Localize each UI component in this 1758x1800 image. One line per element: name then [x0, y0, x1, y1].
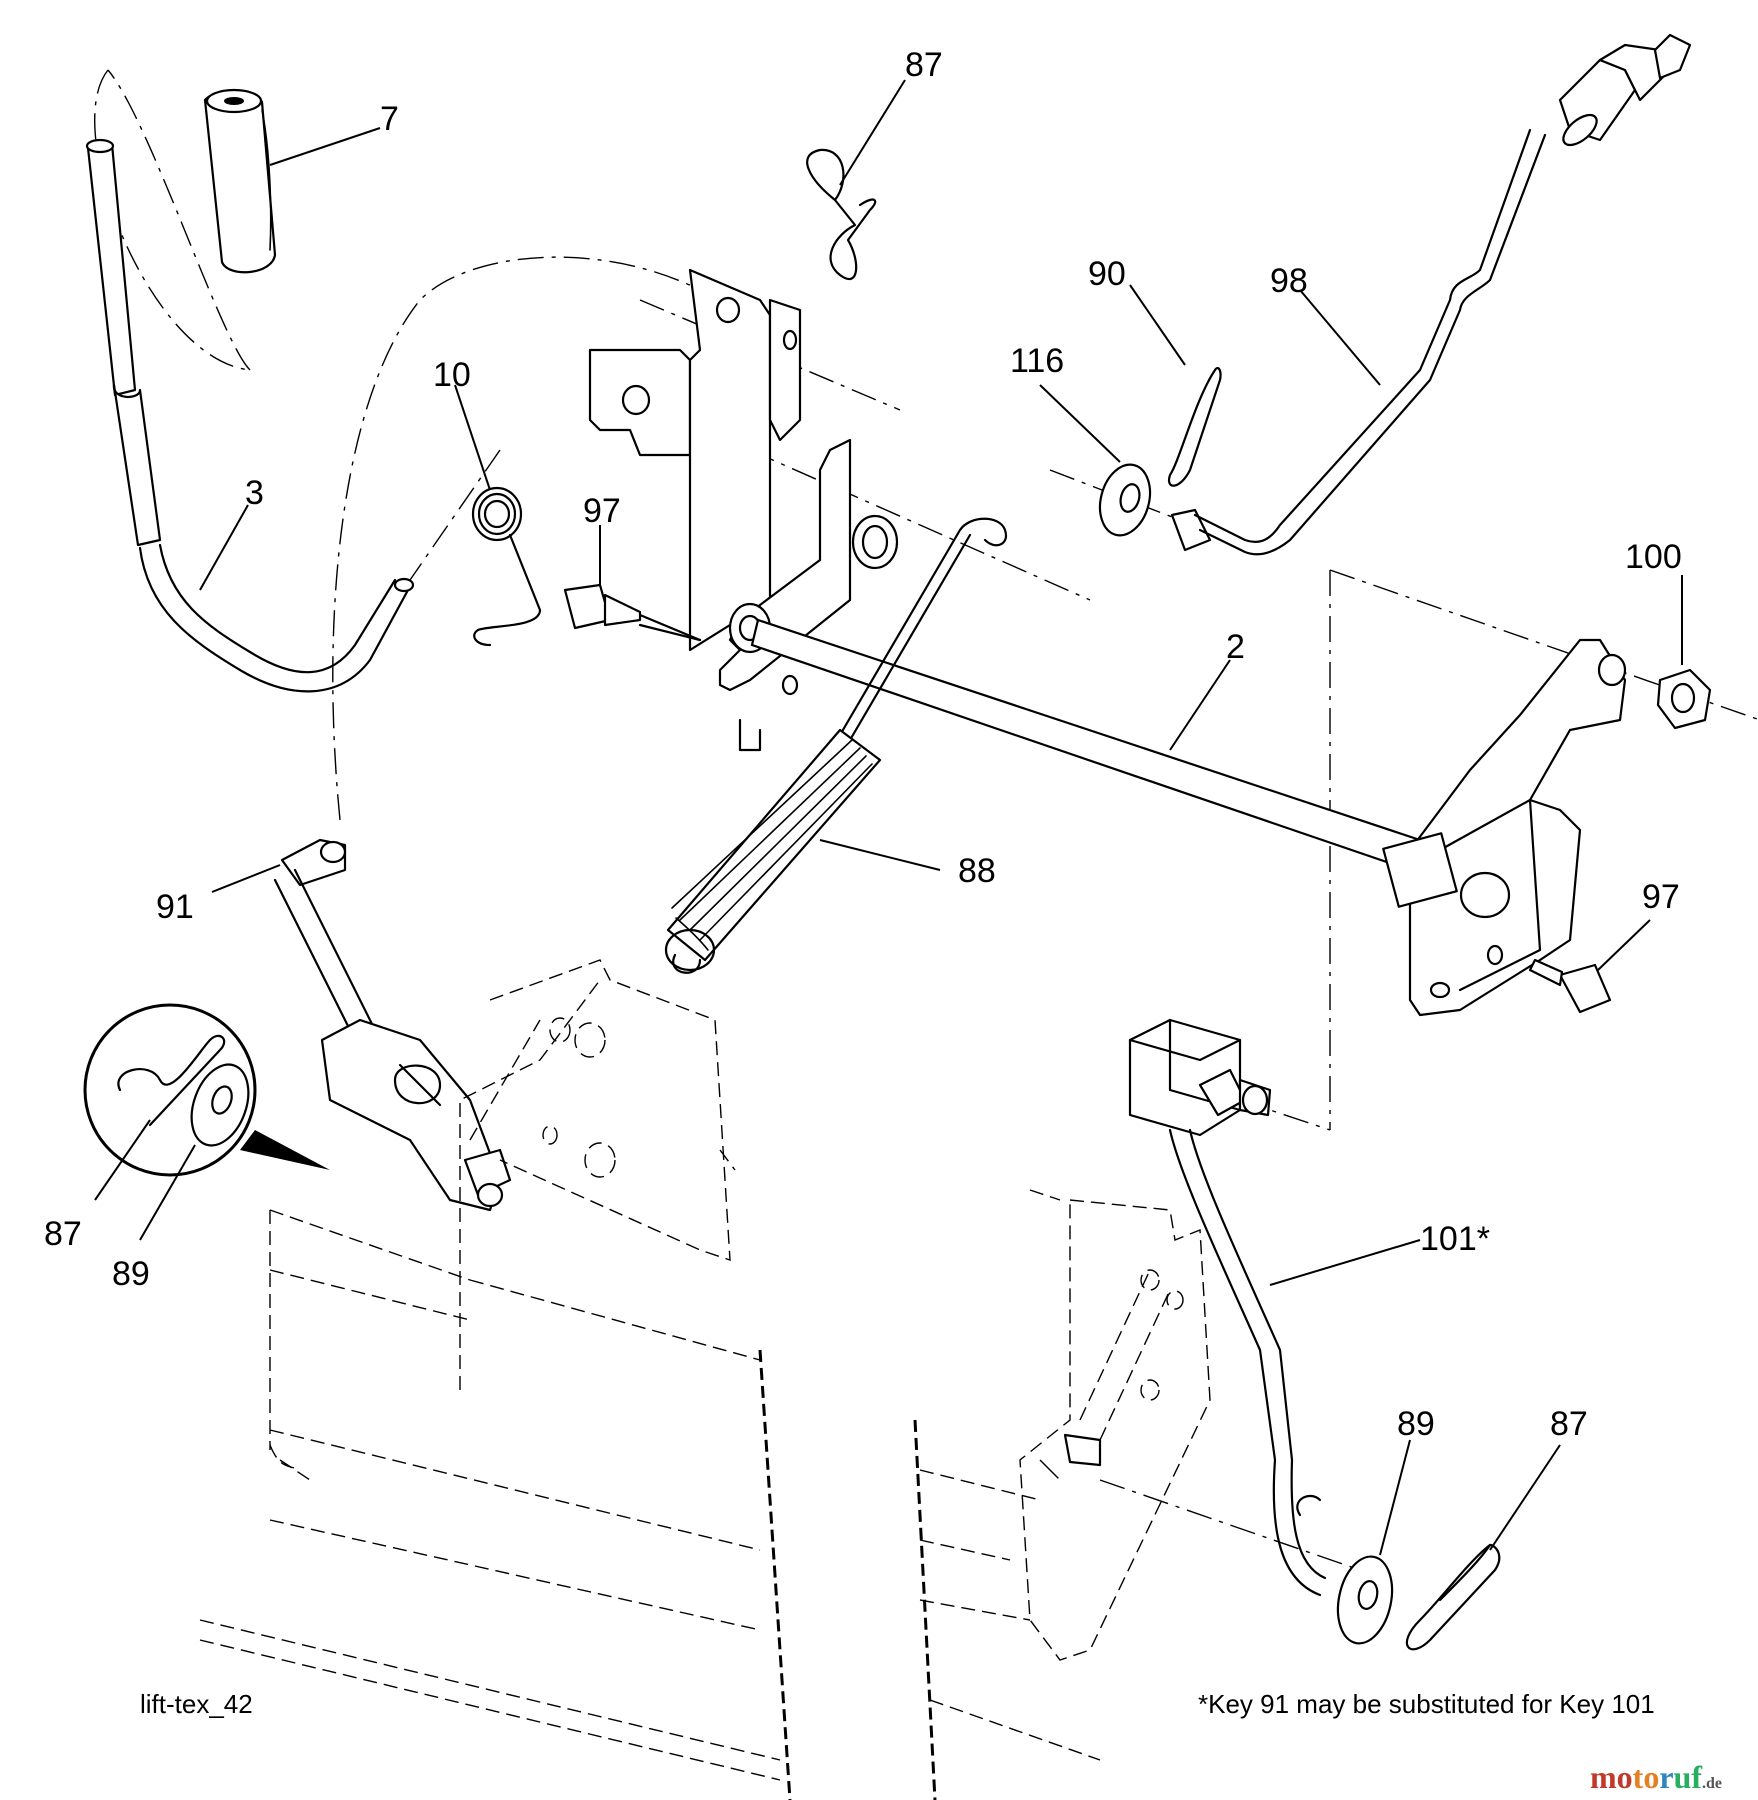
callout-89-left: 89	[112, 1255, 150, 1293]
callout-7: 7	[380, 100, 399, 138]
right-deck-bracket	[1019, 1199, 1211, 1661]
callout-88: 88	[958, 852, 996, 890]
callout-2: 2	[1226, 628, 1245, 666]
callout-90: 90	[1088, 255, 1126, 293]
part-7-handle-grip	[203, 88, 277, 274]
left-deck-bracket	[459, 959, 736, 1390]
part-88-extension-spring	[664, 728, 882, 974]
callout-116: 116	[1010, 342, 1064, 380]
callout-97-right: 97	[1642, 878, 1680, 916]
part-116-washer	[1098, 463, 1152, 537]
callout-91: 91	[156, 888, 194, 926]
callout-labels: 7 87 90 98 116 10 3 97 2 100 97 88 91 87…	[44, 46, 1682, 1443]
callout-3: 3	[245, 474, 264, 512]
part-87-hairpin-right	[1405, 1543, 1501, 1651]
part-87-hairpin-clip-top	[806, 148, 877, 281]
callout-87-top: 87	[905, 46, 943, 84]
diagram-id: lift-tex_42	[140, 1689, 253, 1719]
mower-deck-outline	[199, 1189, 1101, 1800]
part-97-bolt-right	[1528, 958, 1612, 1014]
lift-bracket	[588, 268, 802, 652]
callout-87-right: 87	[1550, 1405, 1588, 1443]
part-10-torsion-spring	[471, 486, 542, 647]
left-lift-arm	[320, 1018, 512, 1212]
callout-101: 101*	[1420, 1220, 1490, 1258]
callout-10: 10	[433, 356, 471, 394]
leader-lines	[94, 79, 1683, 1556]
spring-hook-rod	[838, 517, 1008, 742]
substitution-note: *Key 91 may be substituted for Key 101	[1198, 1689, 1655, 1719]
callout-89-right: 89	[1397, 1405, 1435, 1443]
callout-98: 98	[1270, 262, 1308, 300]
part-3-lift-handle	[85, 138, 415, 693]
svg-text:motoruf.de: motoruf.de	[1590, 1759, 1722, 1795]
pivot-bracket	[718, 438, 899, 752]
part-101-lift-rod	[1128, 1018, 1327, 1597]
detail-inset	[83, 1003, 330, 1177]
callout-97-left: 97	[583, 492, 621, 530]
part-90-hairpin	[1167, 366, 1222, 487]
right-pivot-bracket	[1382, 638, 1627, 1017]
spring-coils	[671, 739, 873, 951]
part-97-bolt-left	[563, 583, 702, 642]
part-98-rod	[1170, 33, 1692, 556]
part-100-nut	[1656, 668, 1712, 730]
part-89-washer-right	[1336, 1555, 1394, 1645]
watermark-logo: motoruf.de	[1590, 1759, 1722, 1795]
callout-87-left: 87	[44, 1215, 82, 1253]
callout-100: 100	[1625, 538, 1682, 576]
